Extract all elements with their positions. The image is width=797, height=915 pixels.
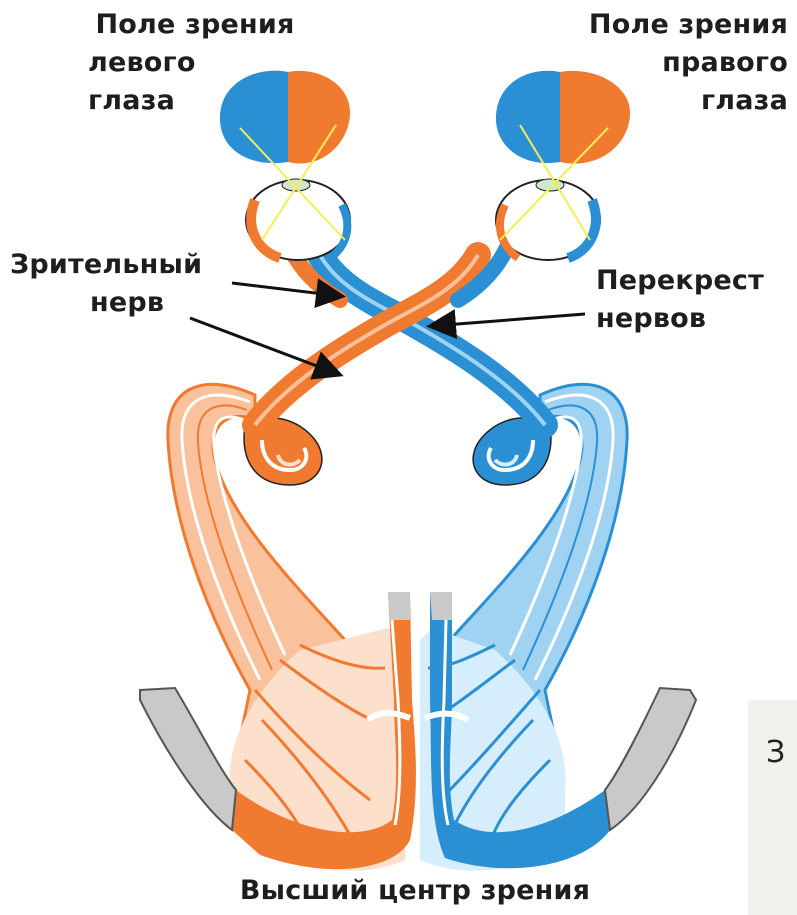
- left-field-line-1: Поле зрения: [80, 6, 310, 44]
- optic-nerve-label: Зрительный нерв: [10, 246, 202, 322]
- chiasm-line-1: Перекрест: [596, 262, 764, 300]
- right-field-line-2: правого: [548, 44, 788, 82]
- right-field-line-3: глаза: [548, 82, 788, 120]
- higher-center-label: Высший центр зрения: [200, 872, 630, 910]
- chiasm-line-2: нервов: [596, 300, 764, 338]
- chiasm-arrow: [432, 314, 585, 326]
- left-field-label: Поле зрения левого глаза: [80, 6, 310, 120]
- optic-nerve-line-1: Зрительный: [10, 246, 202, 284]
- left-field-line-2: левого: [80, 44, 310, 82]
- chiasm-label: Перекрест нервов: [596, 262, 764, 338]
- left-field-line-3: глаза: [80, 82, 310, 120]
- right-field-label: Поле зрения правого глаза: [548, 6, 788, 120]
- optic-nerve-line-2: нерв: [10, 284, 202, 322]
- right-field-line-1: Поле зрения: [548, 6, 788, 44]
